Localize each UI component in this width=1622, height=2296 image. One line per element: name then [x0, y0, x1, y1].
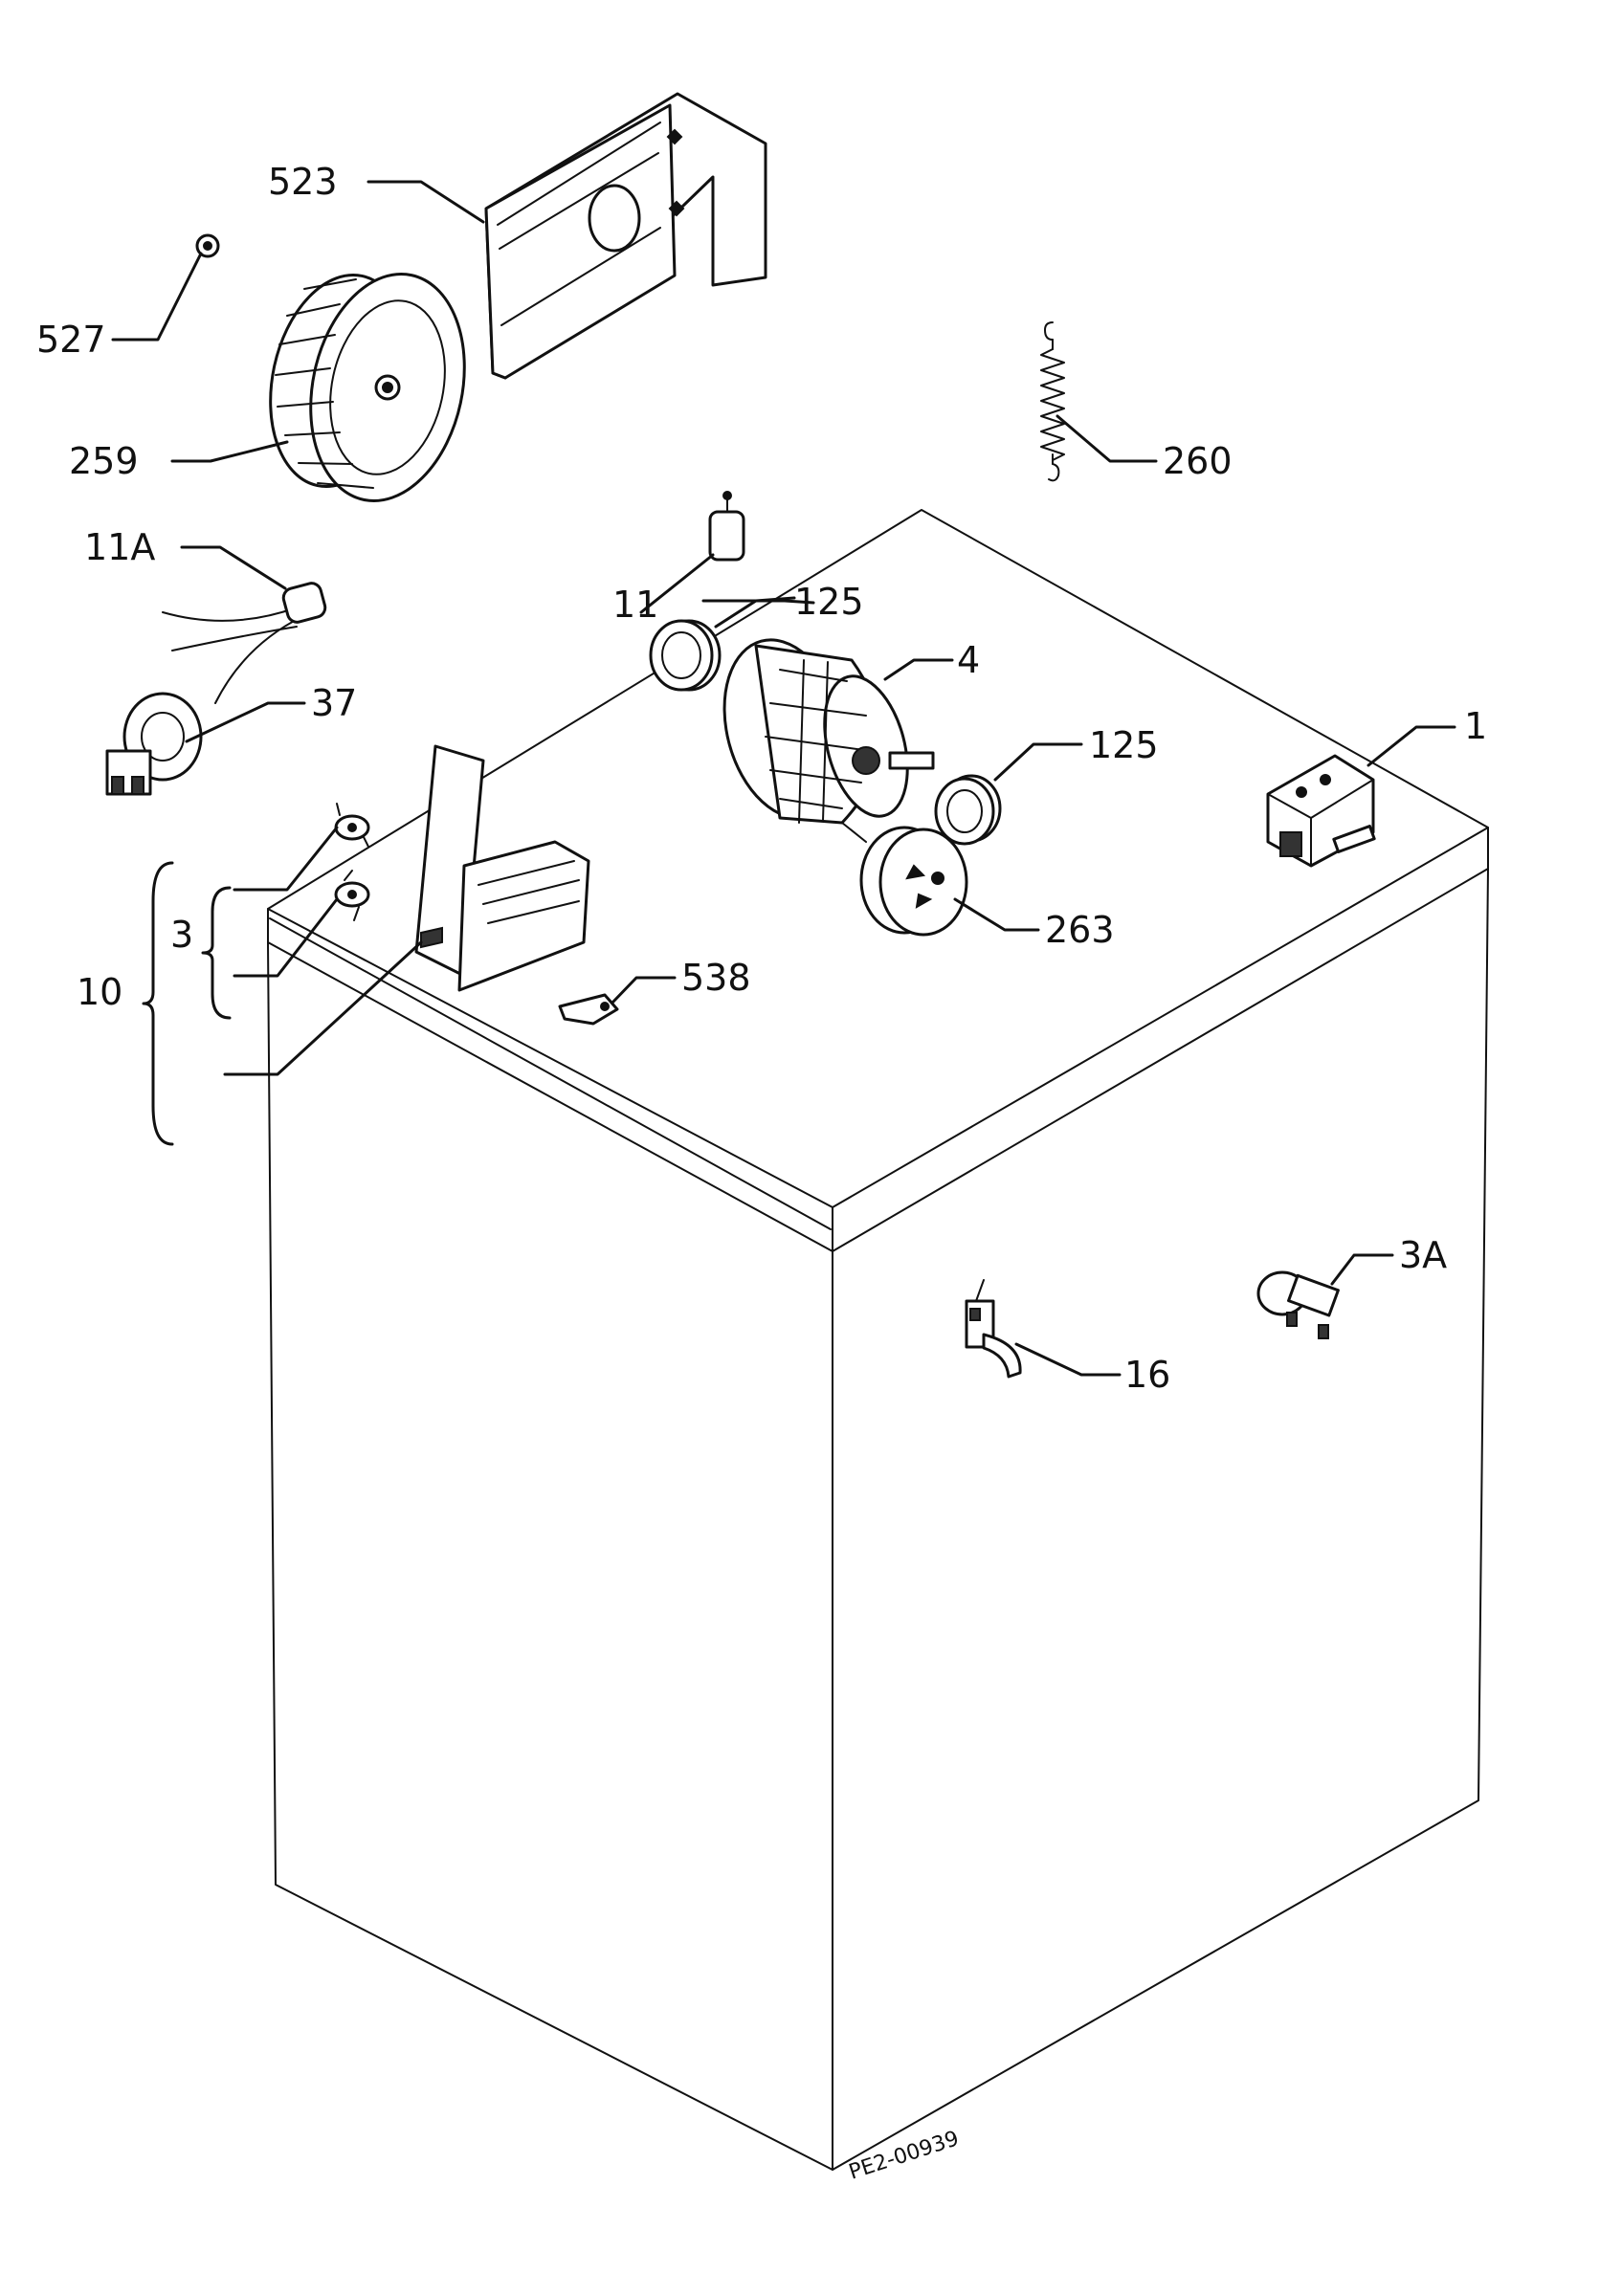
leader-lines: [111, 180, 1456, 1377]
cabinet: [267, 509, 1489, 2171]
fan-wheel-part: [269, 273, 466, 502]
label-11: 11: [612, 584, 658, 626]
label-3: 3: [170, 914, 193, 956]
label-125-upper: 125: [794, 581, 864, 623]
label-16: 16: [1124, 1354, 1170, 1396]
label-260: 260: [1163, 440, 1233, 482]
clip-538-part: [558, 993, 619, 1026]
label-263: 263: [1045, 909, 1115, 951]
thermostat-3a-part: [1256, 1270, 1340, 1339]
label-10: 10: [77, 971, 122, 1013]
nut-part: [195, 233, 220, 258]
thermostat-lower-part: [334, 870, 370, 921]
heater-duct-part: [414, 744, 590, 992]
label-11a: 11A: [84, 526, 155, 568]
drawing-code: PE2-00939: [846, 2127, 962, 2185]
label-538: 538: [681, 957, 751, 999]
motor-bracket-part: [484, 92, 767, 380]
pulley-part: [859, 826, 968, 937]
timer-part: [1266, 754, 1376, 868]
thermostat-upper-part: [334, 803, 370, 848]
label-125-lower: 125: [1089, 724, 1159, 766]
door-lock-part: [965, 1279, 1022, 1379]
pressure-switch-part: [105, 692, 203, 796]
label-37: 37: [311, 682, 357, 724]
label-259: 259: [69, 440, 139, 482]
label-523: 523: [268, 161, 338, 203]
bearing-lower-part: [934, 774, 1002, 846]
cable-suppressor-part: [162, 582, 327, 704]
capacitor-part: [708, 491, 745, 562]
bearing-upper-part: [649, 619, 722, 692]
spring-part: [1040, 321, 1065, 482]
motor-part: [722, 638, 935, 843]
label-3a: 3A: [1399, 1234, 1447, 1276]
part-labels: 523 527 259 260 11A 11 125 4 37 125 1 3 …: [36, 161, 1487, 2185]
label-4: 4: [957, 639, 980, 681]
label-1: 1: [1464, 705, 1487, 747]
label-527: 527: [36, 319, 106, 361]
